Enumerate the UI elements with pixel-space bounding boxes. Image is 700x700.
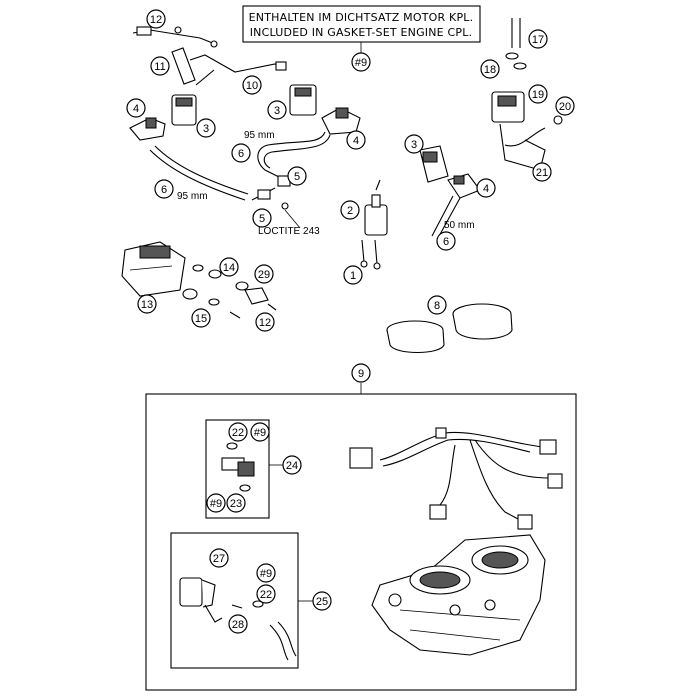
bracket-group-right <box>491 18 563 171</box>
callout-6-left: 6 <box>161 184 167 196</box>
callout-2: 2 <box>347 205 353 217</box>
idle-valve-assembly <box>360 179 388 270</box>
gasket-set-note: ENTHALTEN IM DICHTSATZ MOTOR KPL. INCLUD… <box>242 5 481 72</box>
callout-25: 25 <box>316 596 328 608</box>
sensor-group-middle <box>251 84 361 229</box>
intake-boots <box>386 303 513 353</box>
callout-17: 17 <box>532 34 544 46</box>
callout-4-right: 4 <box>483 183 489 195</box>
callout-9: 9 <box>358 368 364 380</box>
callout-6-right: 6 <box>443 236 449 248</box>
callout-11: 11 <box>154 61 165 73</box>
callout-5-lower: 5 <box>259 213 265 225</box>
callout-15: 15 <box>195 313 207 325</box>
gasket-note-line1: ENTHALTEN IM DICHTSATZ MOTOR KPL. <box>249 11 474 24</box>
sensor-group-right <box>419 145 481 239</box>
callout-12-top: 12 <box>150 14 162 26</box>
callout-5-upper: 5 <box>294 171 300 183</box>
callout-3-left: 3 <box>203 123 209 135</box>
callout-hash9-lower: #9 <box>210 498 222 510</box>
gasket-note-callout: #9 <box>355 57 367 69</box>
callout-28: 28 <box>232 619 244 631</box>
callout-29: 29 <box>258 269 270 281</box>
callout-19: 19 <box>532 89 544 101</box>
note-95mm-mid: 95 mm <box>244 130 275 141</box>
callout-3-mid: 3 <box>274 105 280 117</box>
callout-22-upper: 22 <box>232 427 244 439</box>
callout-22-lower: 22 <box>260 589 272 601</box>
callout-21: 21 <box>536 167 548 179</box>
callout-20: 20 <box>559 101 571 113</box>
callout-hash9-valve: #9 <box>260 568 272 580</box>
callout-18: 18 <box>484 64 496 76</box>
callout-8: 8 <box>434 300 440 312</box>
callout-4-left: 4 <box>133 103 139 115</box>
sensor-group-left <box>129 94 249 201</box>
note-50mm: 50 mm <box>444 220 475 231</box>
callout-4-mid: 4 <box>353 135 359 147</box>
callout-24: 24 <box>286 460 298 472</box>
throttle-body-kit <box>145 383 577 691</box>
callout-3-right: 3 <box>411 139 417 151</box>
callout-hash9-upper: #9 <box>254 427 266 439</box>
callout-12-lower: 12 <box>259 317 271 329</box>
callout-10: 10 <box>246 80 258 92</box>
callout-23: 23 <box>230 498 242 510</box>
callouts: 12 11 10 4 3 3 4 6 6 5 5 2 1 3 4 6 17 18… <box>126 9 575 634</box>
callout-1: 1 <box>350 270 356 282</box>
note-95mm-left: 95 mm <box>177 191 208 202</box>
callout-6-mid: 6 <box>238 148 244 160</box>
note-loctite: LOCTITE 243 <box>258 226 320 237</box>
gasket-note-line2: INCLUDED IN GASKET-SET ENGINE CPL. <box>250 26 473 39</box>
callout-13: 13 <box>141 299 153 311</box>
control-unit-group <box>121 241 277 319</box>
cable-bracket-assembly <box>132 26 287 86</box>
callout-27: 27 <box>213 553 225 565</box>
callout-14: 14 <box>223 262 235 274</box>
